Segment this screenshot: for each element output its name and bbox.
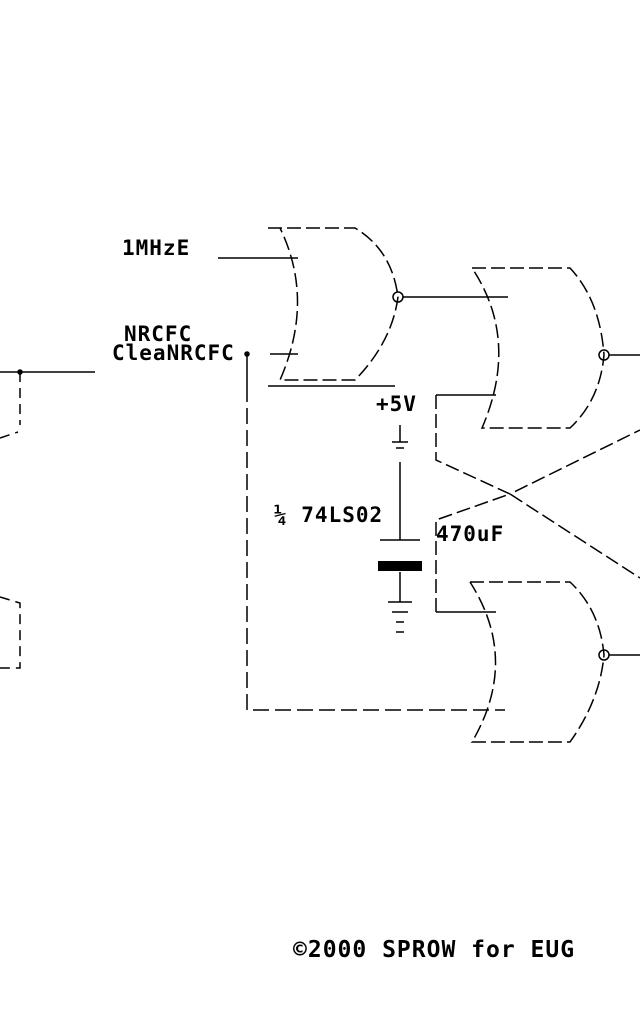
- supply-wire: [392, 425, 408, 449]
- supply-label: +5V: [376, 392, 417, 416]
- input-label-a: 1MHzE: [122, 236, 191, 260]
- return-path: [246, 386, 505, 711]
- feedback-wire-upper: [435, 395, 640, 495]
- chip-label: ¼ 74LS02: [274, 503, 384, 527]
- left-dash-wire: [0, 372, 21, 439]
- capacitor-wire: [380, 462, 420, 541]
- nor-gate-1: [268, 227, 399, 381]
- ground-wire: [388, 572, 412, 633]
- capacitor-plate: [378, 561, 422, 571]
- copyright-label: ©2000 SPROW for EUG: [293, 937, 576, 963]
- nor-gate-2: [471, 267, 605, 429]
- junction-dot: [17, 369, 23, 375]
- component-label: 470uF: [436, 522, 505, 546]
- nor-gate-3: [469, 581, 605, 743]
- overlap-label: CleaNRCFC: [112, 341, 235, 365]
- input-label-b: NRCFC: [124, 322, 193, 346]
- left-lower-wire: [0, 596, 21, 669]
- feedback-wire-lower: [435, 493, 640, 612]
